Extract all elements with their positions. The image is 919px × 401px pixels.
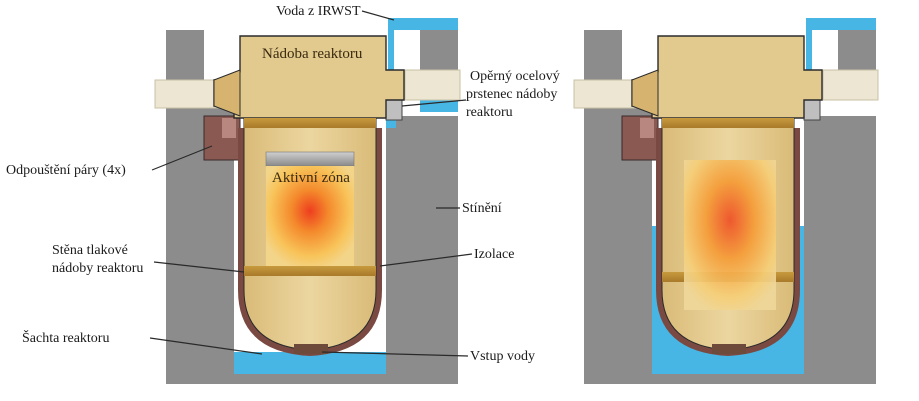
right-molten-core (684, 160, 776, 310)
label-active-core: Aktivní zóna (272, 170, 350, 186)
core-top-plate (265, 151, 355, 167)
right-right-pipe (822, 69, 879, 101)
right-vessel-bottom-nozzle (712, 344, 746, 354)
label-water-inlet: Vstup vody (470, 349, 535, 364)
lower-ring-band (244, 266, 376, 276)
right-reactor-vessel-head (631, 35, 823, 119)
cavity-floor (166, 374, 458, 384)
label-support-ring-2: prstenec nádoby (466, 87, 557, 102)
right-shielding-left-top (584, 30, 622, 82)
label-reactor-vessel: Nádoba reaktoru (262, 46, 363, 62)
right-upper-ring-band (662, 118, 794, 128)
left-labels: Voda z IRWST Nádoba reaktoru Opěrný ocel… (6, 4, 560, 364)
vessel-bottom-nozzle (294, 344, 328, 354)
leader-water-from-irwst (361, 10, 395, 21)
leader-insulation (379, 253, 473, 267)
label-shielding: Stínění (462, 201, 502, 216)
shielding-left-wall-lower (166, 108, 234, 384)
steam-vent-inner (222, 118, 236, 138)
right-diagram (573, 18, 879, 384)
label-vessel-wall-2: nádoby reaktoru (52, 261, 143, 276)
label-water-from-irwst: Voda z IRWST (276, 4, 361, 19)
active-core (266, 166, 354, 266)
label-reactor-cavity: Šachta reaktoru (22, 329, 109, 346)
right-left-nozzle (631, 69, 659, 117)
leader-steam-vent (151, 145, 213, 171)
label-steam-vent: Odpouštění páry (4x) (6, 163, 126, 178)
right-shielding-right-lower (804, 116, 876, 384)
leader-support-ring (401, 99, 467, 107)
right-pipe (404, 69, 461, 101)
label-insulation: Izolace (474, 247, 514, 262)
cavity-water (234, 352, 386, 374)
right-steam-vent-inner (640, 118, 654, 138)
shielding-left-wall (166, 30, 204, 82)
right-cavity-floor (584, 374, 876, 384)
leader-reactor-cavity (149, 337, 263, 355)
right-left-pipe (573, 79, 637, 109)
shielding-right-wall-lower (386, 116, 458, 384)
leader-vessel-wall (153, 261, 245, 273)
left-diagram (154, 18, 461, 384)
label-vessel-wall-1: Stěna tlakové (52, 243, 128, 258)
right-irwst-water-channel (806, 18, 876, 112)
leader-water-inlet (321, 351, 469, 357)
upper-ring-band (244, 118, 376, 128)
left-pipe (154, 79, 220, 109)
left-nozzle (213, 69, 241, 117)
irwst-water-channel (388, 18, 458, 112)
label-support-ring-3: reaktoru (466, 105, 513, 120)
label-support-ring-1: Opěrný ocelový (470, 69, 560, 84)
